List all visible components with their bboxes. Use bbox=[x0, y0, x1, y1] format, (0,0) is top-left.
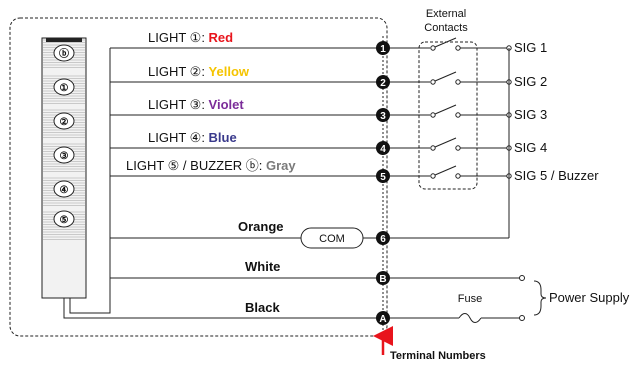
terminal-5-label: 5 bbox=[380, 172, 386, 183]
power-supply-brace bbox=[533, 280, 547, 316]
terminal-5 bbox=[376, 169, 390, 183]
wire-label-prefix: LIGHT ①: bbox=[148, 30, 209, 45]
signal-label-3: SIG 3 bbox=[514, 107, 547, 122]
wire-label-prefix: LIGHT ⑤ / BUZZER ⓑ: bbox=[126, 158, 266, 173]
wire-color-name: Yellow bbox=[209, 64, 250, 79]
terminal-2-label: 2 bbox=[380, 78, 386, 89]
tower-segment-5: ⑤ bbox=[53, 210, 75, 228]
terminal-1 bbox=[376, 41, 390, 55]
white-label: White bbox=[245, 259, 280, 274]
wire-label-prefix: LIGHT ②: bbox=[148, 64, 209, 79]
terminal-4-label: 4 bbox=[380, 144, 386, 155]
com-box bbox=[300, 227, 364, 249]
signal-label-4: SIG 4 bbox=[514, 140, 547, 155]
terminal-B-label: B bbox=[379, 274, 386, 285]
signal-label-2: SIG 2 bbox=[514, 74, 547, 89]
black-wire: Black A Fuse bbox=[63, 48, 525, 325]
tower-segment-buzzer: ⓑ bbox=[53, 44, 75, 62]
wire-color-name: Red bbox=[209, 30, 234, 45]
tower-segment-label: ⓑ bbox=[59, 47, 69, 60]
terminal-A-label: A bbox=[379, 314, 386, 325]
wire-4: SIG 4 LIGHT ④: Blue 4 bbox=[110, 130, 547, 155]
wire-label-5: LIGHT ⑤ / BUZZER ⓑ: Gray bbox=[126, 158, 296, 173]
terminal-4 bbox=[376, 141, 390, 155]
fuse-symbol bbox=[458, 313, 482, 323]
external-contacts-label-line1: External bbox=[426, 8, 466, 20]
tower-cap bbox=[46, 38, 82, 42]
orange-com-wire: Orange COM 6 bbox=[110, 219, 509, 249]
tower-segment-label: ① bbox=[60, 83, 69, 94]
fuse-label: Fuse bbox=[458, 293, 482, 305]
terminal-6-label: 6 bbox=[380, 234, 386, 245]
external-contacts-box bbox=[418, 41, 478, 190]
tower-segment-label: ③ bbox=[60, 151, 69, 162]
orange-label: Orange bbox=[238, 219, 284, 234]
signal-label-1: SIG 1 bbox=[514, 40, 547, 55]
wire-label-4: LIGHT ④: Blue bbox=[148, 130, 237, 145]
wire-color-name: Blue bbox=[209, 130, 237, 145]
tower-segment-3: ③ bbox=[53, 146, 75, 164]
terminal-3 bbox=[376, 108, 390, 122]
white-wire: White B bbox=[110, 259, 525, 285]
terminal-B bbox=[376, 271, 390, 285]
terminal-A bbox=[376, 311, 390, 325]
terminal-2 bbox=[376, 75, 390, 89]
signal-label-5: SIG 5 / Buzzer bbox=[514, 168, 599, 183]
wire-color-name: Gray bbox=[266, 158, 296, 173]
com-label: COM bbox=[319, 233, 345, 245]
tower-segment-label: ④ bbox=[60, 185, 69, 196]
wire-label-prefix: LIGHT ④: bbox=[148, 130, 209, 145]
tower-segment-label: ⑤ bbox=[60, 215, 69, 226]
wire-color-name: Violet bbox=[209, 97, 245, 112]
power-supply-label: Power Supply bbox=[549, 290, 630, 305]
terminal-6 bbox=[376, 231, 390, 245]
tower-segment-label: ② bbox=[60, 117, 69, 128]
black-label: Black bbox=[245, 300, 280, 315]
terminal-1-label: 1 bbox=[380, 44, 386, 55]
wire-label-3: LIGHT ③: Violet bbox=[148, 97, 244, 112]
wire-label-1: LIGHT ①: Red bbox=[148, 30, 233, 45]
tower-segment-4: ④ bbox=[53, 180, 75, 198]
tower-segment-2: ② bbox=[53, 112, 75, 130]
wire-3: SIG 3 LIGHT ③: Violet 3 bbox=[110, 97, 547, 122]
wire-1: SIG 1 LIGHT ①: Red 1 bbox=[110, 30, 547, 55]
wire-label-prefix: LIGHT ③: bbox=[148, 97, 209, 112]
terminal-3-label: 3 bbox=[380, 111, 386, 122]
tower-light: ⓑ ① ② ③ ④ ⑤ bbox=[41, 37, 87, 299]
terminal-numbers-label: Terminal Numbers bbox=[390, 350, 486, 362]
wire-5: SIG 5 / Buzzer LIGHT ⑤ / BUZZER ⓑ: Gray 5 bbox=[110, 158, 599, 183]
wire-2: SIG 2 LIGHT ②: Yellow 2 bbox=[110, 64, 547, 89]
wire-label-2: LIGHT ②: Yellow bbox=[148, 64, 250, 79]
external-contacts-label-line2: Contacts bbox=[424, 22, 468, 34]
tower-segment-1: ① bbox=[53, 78, 75, 96]
